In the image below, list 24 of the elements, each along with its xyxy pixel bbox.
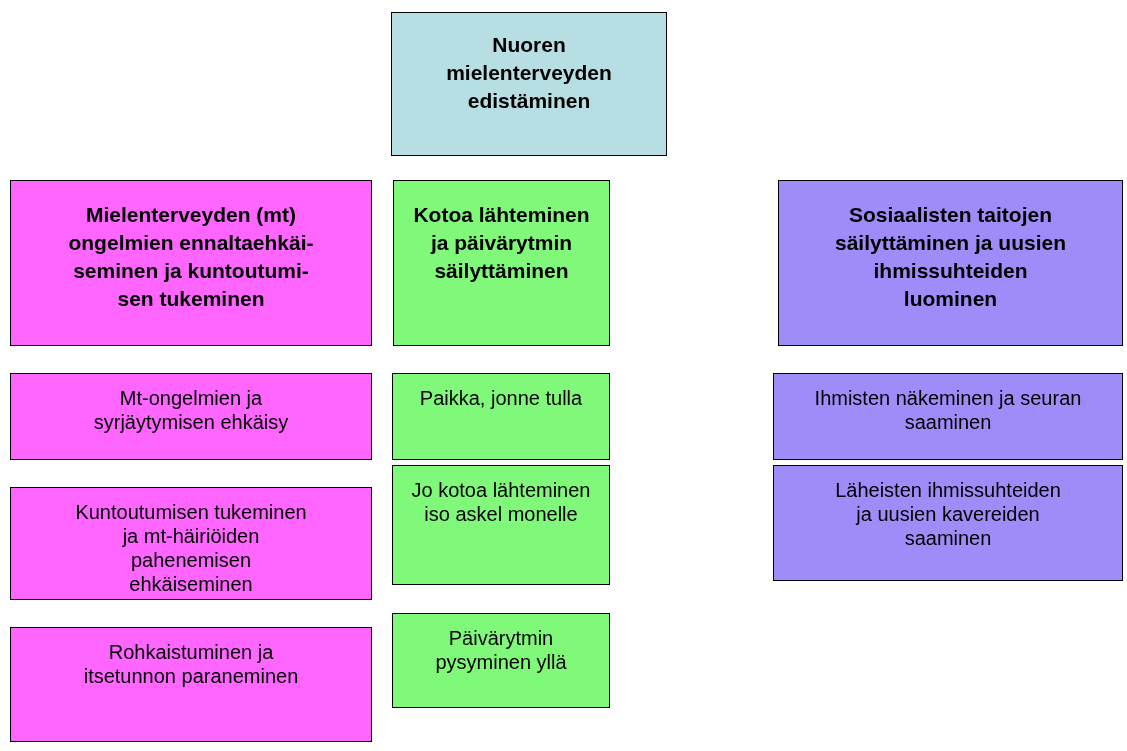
item-text: Läheisten ihmissuhteiden ja uusien kavereiden saaminen [834, 478, 1062, 550]
item-box [10, 373, 372, 460]
item-box [773, 373, 1123, 460]
item-box [10, 487, 372, 600]
item-box [392, 465, 610, 585]
item-text: Jo kotoa lähteminen iso askel monelle [410, 478, 592, 526]
item-text: Kuntoutumisen tukeminen ja mt-häiriöiden pahenemisen ehkäiseminen [74, 500, 308, 596]
heading-text: Sosiaalisten taitojen säilyttäminen ja uusien ihmissuhteiden luominen [833, 202, 1068, 312]
item-box [392, 373, 610, 460]
item-text: Päivärytmin pysyminen yllä [434, 626, 568, 674]
item-text: Paikka, jonne tulla [418, 386, 584, 410]
item-box [773, 465, 1123, 581]
category-box [778, 180, 1123, 346]
category-box [10, 180, 372, 346]
item-box [10, 627, 372, 742]
heading-text: Kotoa lähteminen ja päivärytmin säilyttäminen [412, 202, 591, 284]
heading-text: Mielenterveyden (mt) ongelmien ennaltaehkäi-seminen ja kuntoutumi-sen tukeminen [67, 202, 315, 312]
heading-text: Nuoren mielenterveyden edistäminen [445, 32, 613, 114]
category-box [393, 180, 610, 346]
item-box [392, 613, 610, 708]
title-box [391, 12, 667, 156]
item-text: Mt-ongelmien ja syrjäytymisen ehkäisy [92, 386, 290, 434]
item-text: Rohkaistuminen ja itsetunnon paraneminen [82, 640, 300, 688]
item-text: Ihmisten näkeminen ja seuran saaminen [813, 386, 1083, 434]
